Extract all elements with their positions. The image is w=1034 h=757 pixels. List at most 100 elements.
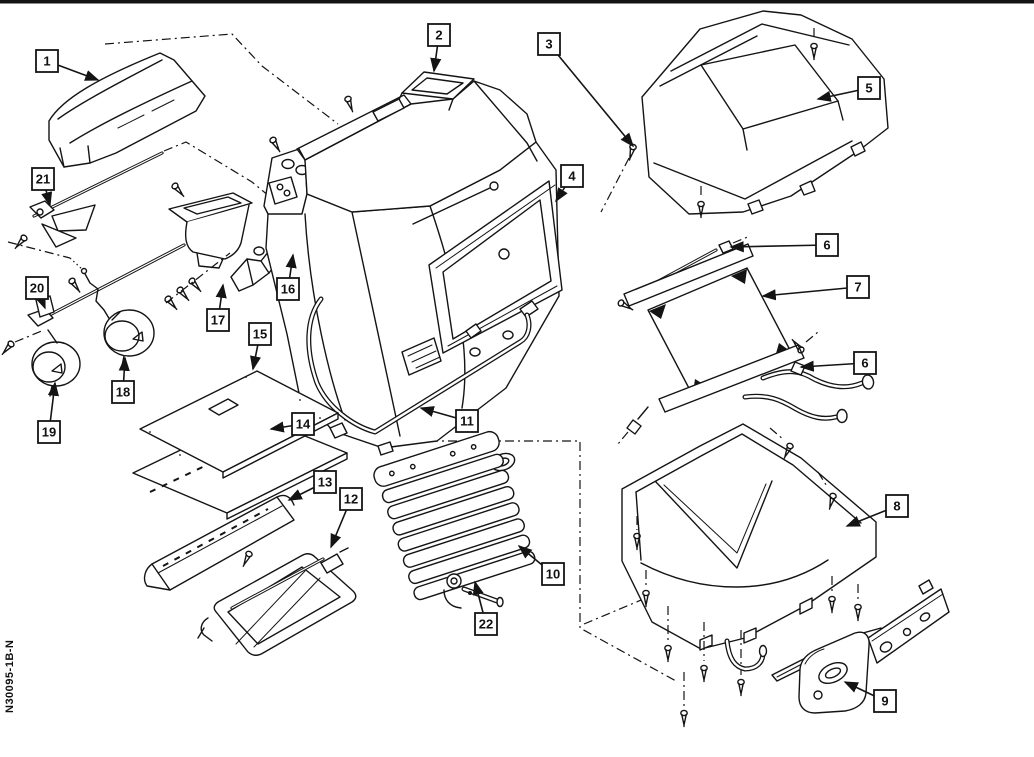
callout-number: 3: [545, 37, 552, 52]
callout-box: [31, 167, 55, 191]
callout-box: [339, 487, 363, 511]
callout-14: 14: [269, 412, 315, 436]
screw-icon: [67, 276, 84, 295]
screw-icon: [625, 142, 638, 162]
page-edge-bar: [0, 0, 1034, 4]
callout-leader-arrow: [548, 43, 635, 148]
callout-4: 4: [555, 164, 584, 203]
screw-icon: [0, 339, 16, 358]
callout-15: 15: [248, 322, 272, 371]
callout-box: [455, 409, 479, 433]
part-12-air-door: [197, 547, 357, 656]
callout-2: 2: [427, 23, 451, 73]
callout-number: 6: [823, 238, 830, 253]
callout-number: 7: [854, 280, 861, 295]
part-8-lower-case: [621, 423, 877, 728]
part-4-seal-frame: [428, 180, 563, 357]
callout-22: 22: [472, 580, 498, 636]
callout-box: [560, 164, 584, 188]
callout-number: 10: [546, 567, 560, 582]
callout-number: 9: [881, 694, 888, 709]
callout-box: [427, 23, 451, 47]
callout-box: [35, 49, 59, 73]
callout-3: 3: [537, 32, 635, 148]
screw-icon: [737, 678, 745, 697]
callout-10: 10: [517, 544, 565, 586]
callout-11: 11: [419, 406, 479, 433]
callout-box: [111, 380, 135, 404]
duct-funnel: [168, 181, 253, 269]
callout-leader-arrow: [761, 286, 859, 301]
callout-number: 11: [460, 414, 474, 429]
callout-box: [248, 322, 272, 346]
part-20-control-rod: [0, 243, 186, 358]
callout-7: 7: [761, 275, 870, 301]
callout-13: 13: [287, 470, 337, 501]
screw-icon: [239, 549, 254, 569]
screw-icon: [187, 276, 204, 295]
part-1-top-cover: [48, 52, 206, 168]
callout-box: [815, 233, 839, 257]
screw-icon: [828, 595, 836, 614]
callout-number: 6: [861, 356, 868, 371]
callout-1: 1: [35, 49, 100, 81]
callout-20: 20: [25, 276, 49, 310]
part-21-control-rod: [12, 151, 164, 252]
screw-icon: [854, 603, 862, 622]
callout-21: 21: [31, 167, 55, 207]
callout-19: 19: [37, 381, 61, 444]
part-2-main-case: [263, 71, 560, 456]
screw-icon: [700, 664, 708, 683]
callout-box: [541, 562, 565, 586]
callout-number: 19: [42, 425, 56, 440]
screw-icon: [680, 709, 688, 728]
callout-box: [25, 276, 49, 300]
callout-number: 22: [479, 617, 493, 632]
callout-box: [206, 308, 230, 332]
part-7-heater-core: [616, 235, 875, 445]
callout-number: 20: [30, 281, 44, 296]
callout-number: 1: [43, 54, 50, 69]
callout-number: 21: [36, 172, 50, 187]
callout-box: [846, 275, 870, 299]
figure-code: N30095-1B-N: [4, 640, 16, 713]
part-13-channel-rail: [143, 494, 295, 591]
screw-icon: [664, 644, 672, 663]
callout-leader-arrow: [729, 241, 828, 253]
screw-icon: [170, 181, 187, 200]
callout-number: 18: [116, 385, 130, 400]
screw-icon: [343, 94, 357, 114]
callout-number: 12: [344, 492, 358, 507]
screw-icon: [12, 233, 29, 252]
callout-box: [276, 277, 300, 301]
callout-6: 6: [799, 351, 877, 375]
callout-box: [474, 612, 498, 636]
part-10-evaporator-core: [373, 430, 536, 601]
callout-number: 8: [893, 499, 900, 514]
callout-18: 18: [111, 356, 135, 404]
callout-9: 9: [843, 681, 897, 713]
callout-number: 14: [296, 417, 311, 432]
callout-12: 12: [330, 487, 363, 549]
part-18-vacuum-motor: [103, 309, 155, 367]
callout-17: 17: [206, 283, 230, 332]
callout-number: 5: [865, 81, 872, 96]
callout-number: 17: [211, 313, 225, 328]
callout-16: 16: [276, 253, 300, 301]
callout-number: 2: [435, 28, 442, 43]
callout-box: [857, 76, 881, 100]
callout-box: [885, 494, 909, 518]
screw-icon: [175, 285, 192, 304]
callout-number: 16: [281, 282, 295, 297]
callout-box: [291, 412, 315, 436]
callout-box: [853, 351, 877, 375]
callout-box: [37, 420, 61, 444]
part-19-vacuum-motor: [31, 329, 81, 397]
part-3-screw: [600, 142, 638, 213]
callout-6: 6: [729, 233, 839, 257]
callout-box: [313, 470, 337, 494]
screw-icon: [268, 135, 284, 154]
